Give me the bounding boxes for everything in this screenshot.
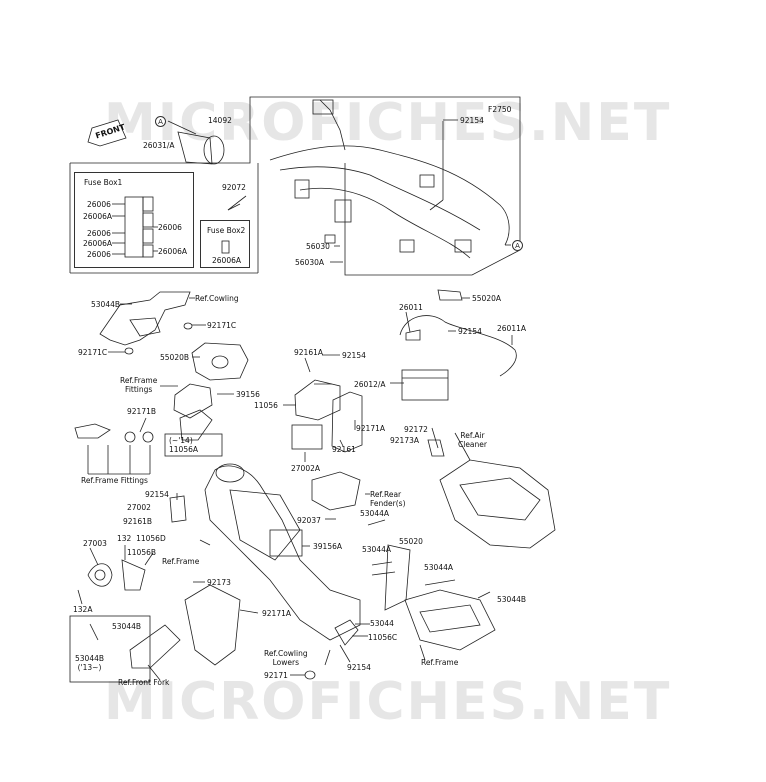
part-92171c-right: 92171C (207, 321, 237, 330)
fuse-box1-right-0: 26006 (158, 223, 182, 232)
part-92037: 92037 (297, 516, 321, 525)
ref-frame-fittings-1: Ref.Frame Fittings (120, 376, 158, 394)
part-53044a-3: 53044A (424, 563, 453, 572)
part-14092: 14092 (208, 116, 232, 125)
part-92171: 92171 (264, 671, 288, 680)
part-55020a: 55020A (472, 294, 501, 303)
fuse-box1-left-3: 26006A (83, 239, 112, 248)
part-27002: 27002 (127, 503, 151, 512)
watermark-bottom: MICROFICHES.NET (104, 672, 672, 732)
part-26011a: 26011A (497, 324, 526, 333)
ref-cowling-lowers: Ref.Cowling Lowers (264, 649, 308, 667)
part-11056b: 11056B (127, 548, 157, 557)
part-53044: 53044 (370, 619, 394, 628)
ref-rear-fender: Ref.Rear Fender(s) (370, 490, 406, 508)
fuse-box1-left-0: 26006 (87, 200, 111, 209)
part-11056a-box: (~'14) 11056A (169, 436, 198, 454)
part-53044a-2: 53044A (362, 545, 391, 554)
fuse-box1 (74, 172, 194, 268)
part-92171a-low: 92171A (262, 609, 291, 618)
ref-circle-a-right: A (512, 240, 523, 251)
part-92173a: 92173A (390, 436, 419, 445)
part-39156a: 39156A (313, 542, 342, 551)
part-56030a: 56030A (295, 258, 324, 267)
part-92171c-left: 92171C (78, 348, 108, 357)
part-53044b-box: 53044B (112, 622, 142, 631)
figure-code: F2750 (488, 105, 512, 114)
part-27003: 27003 (83, 539, 107, 548)
part-55020b: 55020B (160, 353, 190, 362)
part-92161: 92161 (332, 445, 356, 454)
part-53044b-top: 53044B (91, 300, 121, 309)
ref-cowling: Ref.Cowling (195, 294, 239, 303)
ref-frame: Ref.Frame (162, 557, 200, 566)
fuse-box2-part: 26006A (212, 256, 241, 265)
part-26012a: 26012/A (354, 380, 386, 389)
part-11056c: 11056C (368, 633, 398, 642)
part-92161b: 92161B (123, 517, 153, 526)
ref-air-cleaner: Ref.Air Cleaner (458, 431, 487, 449)
ref-circle-a-top: A (155, 116, 166, 127)
part-26031a: 26031/A (143, 141, 175, 150)
fuse-box1-right-1: 26006A (158, 247, 187, 256)
part-92172: 92172 (404, 425, 428, 434)
part-56030: 56030 (306, 242, 330, 251)
part-53044b-right: 53044B (497, 595, 527, 604)
fuse-box1-left-4: 26006 (87, 250, 111, 259)
ref-front-fork: Ref.Front Fork (118, 678, 170, 687)
part-132-11056d: 132 11056D (117, 534, 166, 543)
part-132a: 132A (73, 605, 93, 614)
part-11056: 11056 (254, 401, 278, 410)
part-92171b: 92171B (127, 407, 157, 416)
part-92154-low: 92154 (145, 490, 169, 499)
fuse-box1-title: Fuse Box1 (84, 178, 123, 187)
part-92161a: 92161A (294, 348, 323, 357)
part-92072: 92072 (222, 183, 246, 192)
part-92154-top: 92154 (460, 116, 484, 125)
part-53044b-13: 53044B ('13~) (75, 654, 105, 672)
part-92154-battery: 92154 (458, 327, 482, 336)
part-92154-bottom: 92154 (347, 663, 371, 672)
part-53044a-1: 53044A (360, 509, 389, 518)
part-92154-mid: 92154 (342, 351, 366, 360)
ref-frame-fittings-2: Ref.Frame Fittings (81, 476, 148, 485)
part-26011: 26011 (399, 303, 423, 312)
ref-frame-right: Ref.Frame (421, 658, 459, 667)
fuse-box1-left-2: 26006 (87, 229, 111, 238)
part-92171a-mid: 92171A (356, 424, 385, 433)
part-27002a: 27002A (291, 464, 320, 473)
part-39156: 39156 (236, 390, 260, 399)
fuse-box2-title: Fuse Box2 (207, 226, 246, 235)
part-92173: 92173 (207, 578, 231, 587)
watermark-top: MICROFICHES.NET (104, 93, 672, 153)
fuse-box1-left-1: 26006A (83, 212, 112, 221)
part-55020: 55020 (399, 537, 423, 546)
fuse-box2 (200, 220, 250, 268)
